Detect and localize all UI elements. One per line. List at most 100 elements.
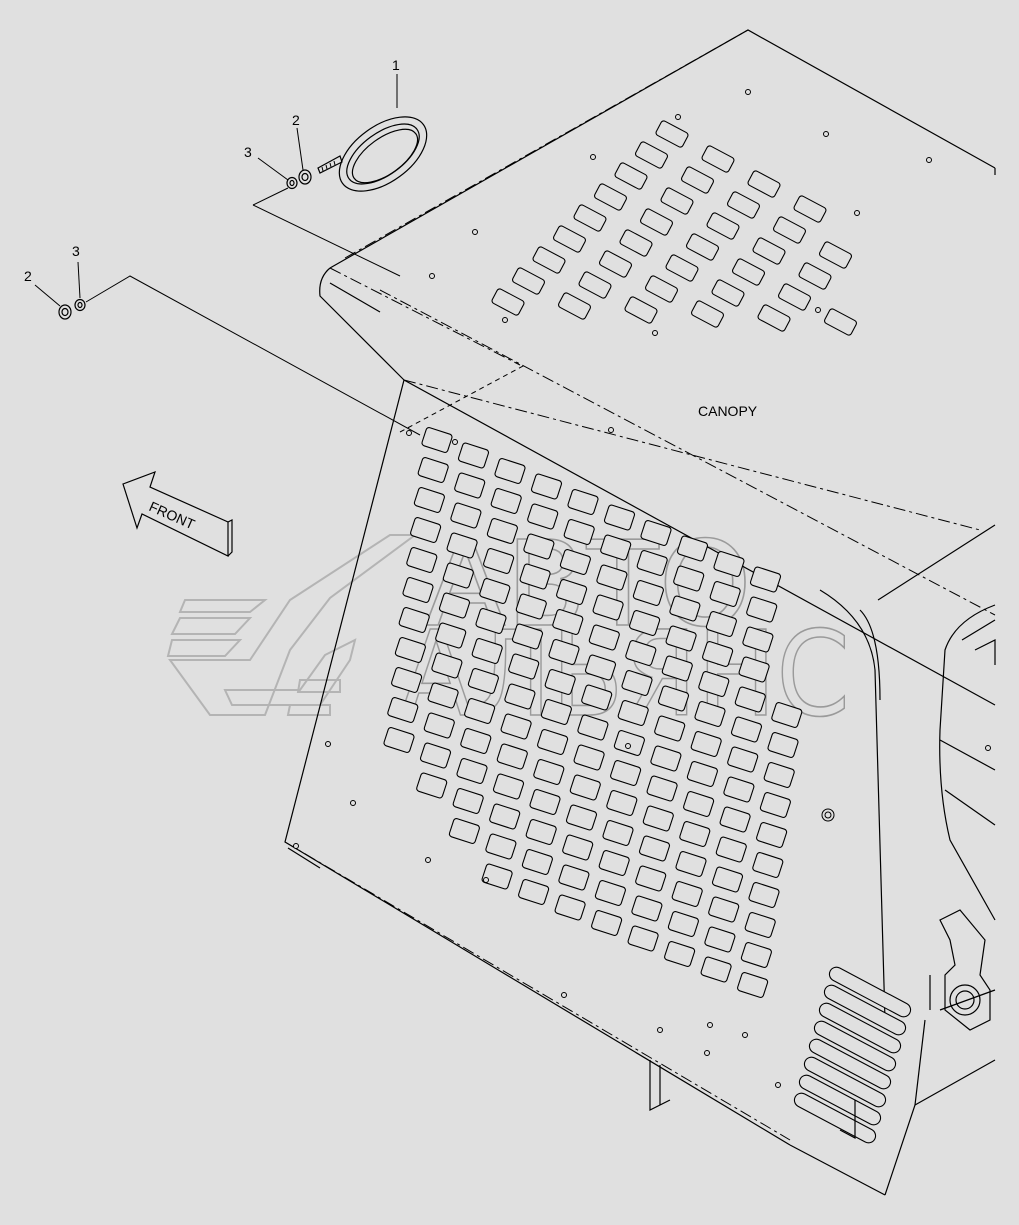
front-slot [562, 834, 594, 861]
mounting-hole [745, 89, 751, 95]
roof-slot [681, 166, 714, 194]
front-slot [661, 655, 693, 682]
front-slot [727, 746, 759, 773]
front-slot [711, 866, 744, 893]
front-slot [563, 519, 595, 545]
front-slot [694, 701, 726, 727]
front-slot [410, 517, 442, 543]
front-slot [398, 607, 430, 633]
front-slot [567, 489, 599, 515]
front-slot [490, 488, 522, 514]
front-slot [705, 611, 737, 637]
front-slot [629, 610, 661, 636]
front-slot [646, 775, 678, 802]
front-slot [548, 639, 580, 665]
roof-slot [778, 283, 811, 311]
front-slot [471, 638, 503, 664]
front-slot [640, 520, 672, 546]
front-slot [671, 881, 703, 907]
front-slot [417, 457, 449, 483]
front-slot [581, 684, 613, 711]
front-slot [592, 594, 624, 621]
front-slot [413, 487, 445, 513]
front-slot [596, 564, 628, 591]
front-slot [521, 849, 553, 875]
front-slot [603, 504, 636, 531]
front-slot [527, 503, 559, 530]
roof-slot [706, 212, 740, 240]
front-slot [621, 670, 653, 696]
front-slot [746, 596, 778, 623]
callout-2-left: 2 [24, 268, 32, 284]
roof-slot [819, 241, 852, 269]
front-slot [394, 637, 426, 663]
mounting-hole [926, 157, 932, 163]
mounting-hole [590, 154, 596, 160]
front-slot [673, 565, 705, 592]
roof-slot [727, 191, 760, 219]
front-slot [742, 626, 774, 653]
front-slot [709, 581, 741, 607]
front-slot [713, 551, 745, 577]
front-slot [763, 762, 795, 788]
front-slot [591, 910, 623, 936]
roof-slot [660, 187, 694, 215]
front-slot [723, 776, 755, 803]
roof-slot [645, 275, 678, 303]
roof-slot [655, 120, 689, 148]
front-slot [481, 863, 513, 890]
nut-washer-left [58, 298, 86, 320]
roof-slot [701, 145, 735, 173]
front-slot [679, 821, 711, 847]
front-slot [479, 578, 511, 604]
mounting-hole [854, 210, 860, 216]
front-slot [496, 743, 528, 770]
front-slot [719, 806, 751, 833]
mounting-hole [704, 1050, 710, 1056]
front-slot [456, 758, 488, 784]
front-slot [569, 774, 601, 801]
front-slot [515, 593, 547, 620]
front-slot [598, 850, 630, 876]
mounting-hole [815, 307, 821, 313]
roof-slot [624, 296, 658, 324]
front-slot [427, 682, 459, 709]
front-slot [559, 549, 591, 575]
canopy-label: CANOPY [698, 403, 758, 419]
mounting-holes [293, 89, 991, 1088]
mounting-hole [742, 1032, 748, 1038]
roof-slot [793, 195, 827, 223]
front-slot [715, 836, 747, 863]
mounting-hole [675, 114, 681, 120]
roof-slot [599, 250, 632, 278]
roof-slot [640, 208, 673, 236]
front-slot [602, 820, 634, 846]
front-slot [759, 792, 791, 818]
front-slot [744, 912, 776, 938]
front-slot [518, 879, 550, 905]
front-slot [537, 729, 569, 755]
mounting-hole [502, 317, 508, 323]
front-slot [771, 702, 803, 728]
front-slot [676, 535, 709, 562]
work-light [317, 116, 428, 192]
mounting-hole [823, 131, 829, 137]
mounting-hole [293, 843, 299, 849]
front-slot [669, 595, 701, 622]
front-slot [767, 732, 799, 758]
front-slot [419, 742, 452, 769]
callout-3-left: 3 [72, 243, 80, 259]
mounting-hole [425, 857, 431, 863]
roof-slot [553, 225, 586, 253]
callout-3-top: 3 [244, 144, 252, 160]
roof-slot [798, 262, 832, 290]
front-slot [558, 864, 590, 891]
roof-grille-slots [491, 120, 857, 336]
roof-slot [665, 254, 699, 282]
mounting-hole [406, 430, 412, 436]
front-slot [730, 716, 763, 743]
front-slot [544, 669, 576, 695]
front-slot [606, 790, 638, 816]
front-slot [485, 833, 517, 860]
front-slot [450, 502, 482, 529]
